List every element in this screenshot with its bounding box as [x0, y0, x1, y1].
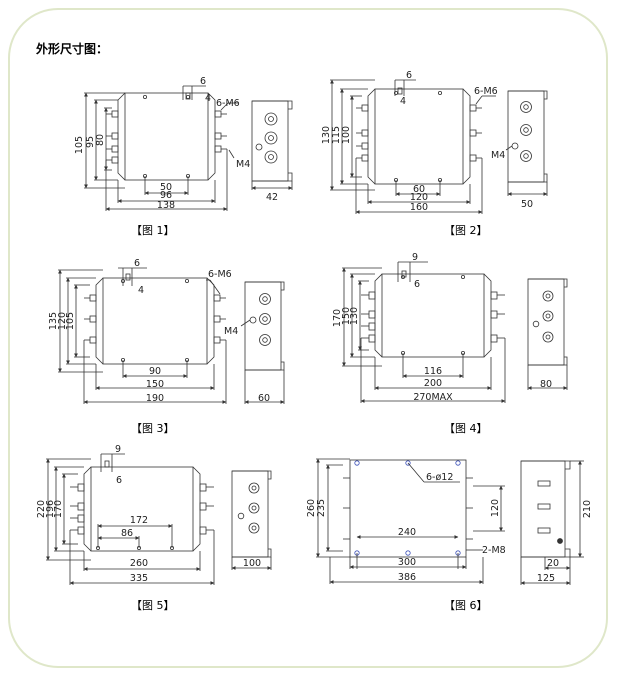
svg-text:105: 105 [65, 312, 76, 330]
svg-text:M4: M4 [491, 150, 505, 161]
svg-text:60: 60 [413, 184, 425, 195]
figure-4-caption: 【图 4】 [444, 422, 488, 435]
svg-text:200: 200 [424, 378, 442, 389]
svg-text:120: 120 [410, 192, 428, 203]
svg-text:6-M6: 6-M6 [208, 269, 232, 280]
figure-6-caption: 【图 6】 [444, 599, 488, 612]
svg-text:260: 260 [306, 499, 317, 517]
figure-6-labels: 240 300 386 260 235 120 6-ø12 2-M8 125 2… [306, 472, 593, 584]
svg-text:116: 116 [424, 366, 442, 377]
figure-2 [330, 79, 548, 214]
fig1-dim-v1: 105 [74, 136, 85, 154]
svg-text:6: 6 [116, 475, 122, 486]
fig1-dim-h1: 50 [160, 182, 172, 193]
svg-text:135: 135 [48, 312, 59, 330]
svg-text:335: 335 [130, 573, 148, 584]
figure-1-labels: 50 96 138 105 95 80 6 4 6-M6 M4 42 [74, 76, 278, 211]
fig1-dim-h2: 96 [160, 190, 172, 201]
svg-text:100: 100 [341, 126, 352, 144]
svg-text:2-M8: 2-M8 [482, 545, 506, 556]
figure-2-caption: 【图 2】 [444, 224, 488, 237]
svg-text:125: 125 [537, 573, 555, 584]
fig1-side-width: 42 [266, 192, 278, 203]
fig2-side-view [507, 90, 548, 196]
svg-text:260: 260 [130, 558, 148, 569]
svg-text:9: 9 [115, 444, 121, 455]
fig1-dim-v3: 80 [95, 134, 106, 146]
fig1-dim-small: 4 [205, 93, 211, 104]
svg-text:86: 86 [121, 528, 133, 539]
fig4-side-view [527, 278, 568, 390]
svg-text:6: 6 [414, 279, 420, 290]
svg-text:4: 4 [400, 96, 406, 107]
svg-text:160: 160 [410, 202, 428, 213]
svg-text:100: 100 [243, 558, 261, 569]
fig1-dim-v2: 95 [85, 136, 96, 148]
fig1-dim-top: 6 [200, 76, 206, 87]
fig5-side-view [231, 470, 272, 570]
svg-text:6-M6: 6-M6 [474, 86, 498, 97]
svg-text:172: 172 [130, 515, 148, 526]
figure-3 [58, 267, 285, 404]
svg-text:90: 90 [149, 366, 161, 377]
svg-text:80: 80 [540, 379, 552, 390]
svg-text:120: 120 [57, 312, 68, 330]
svg-text:20: 20 [547, 558, 559, 569]
svg-text:4: 4 [138, 285, 144, 296]
figure-1 [84, 85, 293, 211]
figure-1-caption: 【图 1】 [131, 224, 175, 237]
fig6-side-view [520, 460, 584, 585]
figure-4 [342, 261, 568, 403]
content-frame [8, 8, 608, 668]
svg-text:150: 150 [146, 379, 164, 390]
svg-text:196: 196 [45, 500, 56, 518]
fig1-ground: M4 [236, 159, 250, 170]
svg-text:9: 9 [412, 252, 418, 263]
svg-text:M4: M4 [224, 326, 238, 337]
svg-text:6-ø12: 6-ø12 [426, 472, 453, 483]
svg-text:235: 235 [316, 499, 327, 517]
svg-text:170: 170 [332, 309, 343, 327]
svg-text:170: 170 [53, 500, 64, 518]
svg-text:50: 50 [521, 199, 533, 210]
svg-text:130: 130 [349, 307, 360, 325]
svg-text:270MAX: 270MAX [413, 392, 453, 403]
svg-text:60: 60 [258, 393, 270, 404]
fig1-left-terminals [106, 110, 119, 164]
figure-4-labels: 116 200 270MAX 170 150 130 9 6 80 [332, 252, 552, 403]
fig1-callout: 6-M6 [216, 98, 240, 109]
fig1-body [124, 92, 209, 181]
figure-2-labels: 60 120 160 130 115 100 6 4 6-M6 M4 50 [321, 70, 533, 213]
svg-text:220: 220 [36, 500, 47, 518]
fig6-mounting-holes [354, 460, 461, 556]
svg-text:210: 210 [582, 500, 593, 518]
svg-text:300: 300 [398, 557, 416, 568]
figure-3-labels: 90 150 190 135 120 105 6 4 6-M6 M4 60 [48, 258, 270, 404]
svg-text:6: 6 [134, 258, 140, 269]
figure-6 [316, 458, 584, 585]
svg-text:115: 115 [331, 126, 342, 144]
figure-5-caption: 【图 5】 [131, 599, 175, 612]
svg-text:120: 120 [490, 499, 501, 517]
figure-5 [46, 453, 272, 585]
svg-text:6: 6 [406, 70, 412, 81]
svg-text:386: 386 [398, 572, 416, 583]
fig3-side-view [244, 281, 285, 404]
fig1-dim-h3: 138 [157, 200, 175, 211]
page-heading: 外形尺寸图： [36, 42, 109, 56]
fig1-side-view [251, 100, 293, 190]
fig1-right-terminals [214, 110, 227, 153]
figure-3-caption: 【图 3】 [131, 422, 175, 435]
figure-5-labels: 86 172 260 335 220 196 170 9 6 100 [36, 444, 261, 584]
svg-text:240: 240 [398, 527, 416, 538]
svg-text:150: 150 [341, 307, 352, 325]
svg-text:190: 190 [146, 393, 164, 404]
svg-text:130: 130 [321, 126, 332, 144]
